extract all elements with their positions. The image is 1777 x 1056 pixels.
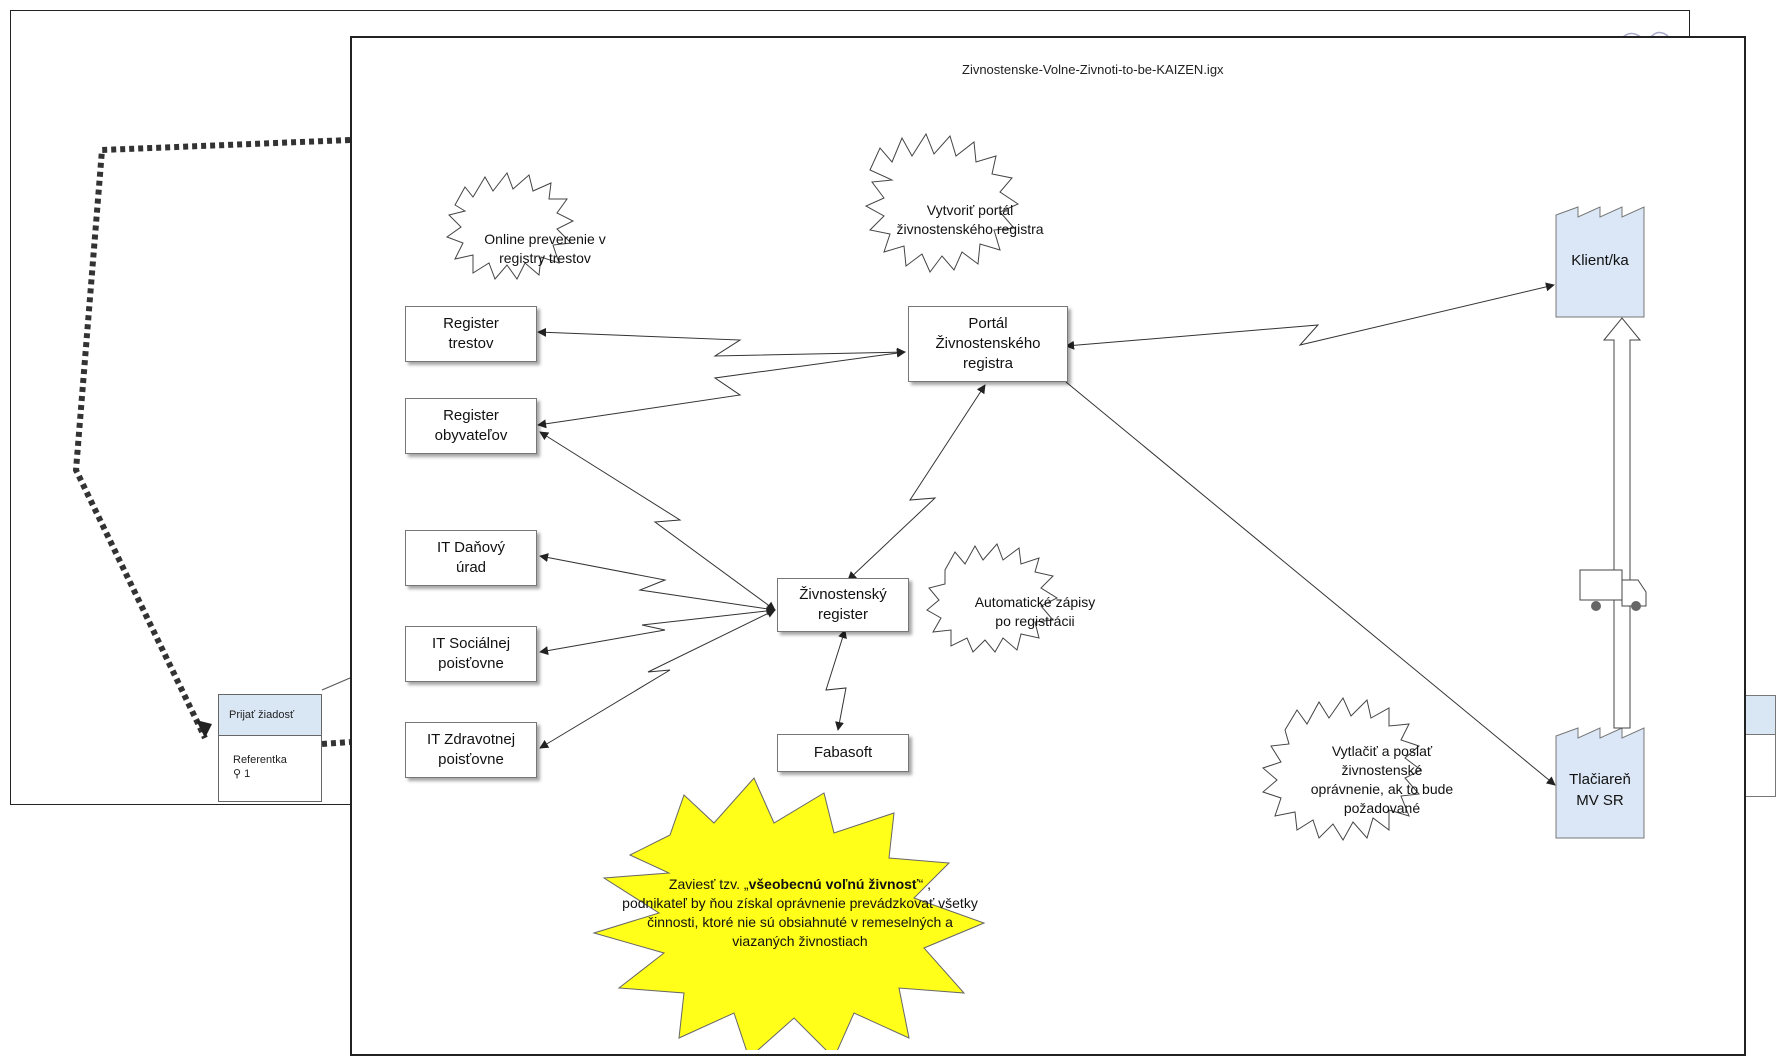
activity-prijat-ziadost[interactable]: Prijať žiadosť [218,694,322,736]
factory-klientka[interactable]: Klient/ka [1571,251,1629,269]
kaizen-star-text: Zaviesť tzv. „všeobecnú voľnú živnosť“ ,… [600,875,1000,951]
info-flow-portal-register-trestov [537,327,906,357]
info-flow-portal-register-obyvatelov [537,348,906,429]
dotted-flow-line-bottom [321,739,351,747]
cloud-online-preverenie: Online preverenie v registry trestov [484,231,606,266]
kaizen-suffix: “ , [918,876,932,892]
info-flow-fabasoft [825,629,847,731]
hollow-arrow-icon [1602,317,1642,729]
counter-value: 1 [244,768,251,780]
node-register-trestov[interactable]: Register trestov [405,306,537,362]
info-flow-socialna-poistovna [539,606,776,656]
role-label: Referentka [233,754,287,766]
node-register-obyvatelov[interactable]: Register obyvateľov [405,398,537,454]
flow-arrowhead [196,720,212,738]
info-flow-portal-klientka [1065,282,1555,350]
kaizen-burst-icon [592,777,986,1050]
factory-icon [1555,206,1645,318]
role-counter: ⚲ 1 [233,768,251,780]
cloud-icon [864,132,1020,273]
activity-label: Prijať žiadosť [229,709,295,721]
info-flow-zdravotna-poistovna [539,609,776,749]
node-fabasoft[interactable]: Fabasoft [777,734,909,772]
node-it-danovy-urad[interactable]: IT Daňový úrad [405,530,537,586]
kaizen-line-1: Zaviesť tzv. „všeobecnú voľnú živnosť“ , [600,875,1000,894]
node-it-socialnej-poistovne[interactable]: IT Sociálnej poisťovne [405,626,537,682]
truck-icon [1579,569,1647,611]
info-flow-portal-zivnostensky-register [847,384,986,581]
dotted-flow-line [72,137,351,740]
role-box: Referentka ⚲ 1 [218,736,322,802]
cloud-vytvorit-portal: Vytvoriť portál živnostenského registra [896,202,1044,237]
window-title: Zivnostenske-Volne-Zivnoti-to-be-KAIZEN.… [962,62,1224,77]
info-flow-danovy-urad [539,553,776,614]
factory-tlaciaren[interactable]: Tlačiareň MV SR [1569,771,1631,809]
kaizen-line-3: činnosti, ktoré nie sú obsiahnuté v reme… [647,914,953,930]
cloud-automaticke-zapisy: Automatické zápisy po registrácii [974,594,1096,629]
cloud-vytlacit: Vytlačiť a poslať živnostenské oprávneni… [1310,743,1454,816]
cloud-icon [1262,696,1422,841]
kaizen-line-2: podnikateľ by ňou získal oprávnenie prev… [622,895,978,911]
kaizen-bold: všeobecnú voľnú živnosť [748,876,919,892]
info-flow-portal-tlaciaren [1065,381,1556,786]
kaizen-prefix: Zaviesť tzv. „ [668,876,749,892]
node-it-zdravotnej-poistovne[interactable]: IT Zdravotnej poisťovne [405,722,537,778]
node-portal[interactable]: Portál Živnostenského registra [908,306,1068,382]
node-zivnostensky-register[interactable]: Živnostenský register [777,578,909,632]
thin-flow-line [321,677,351,691]
kaizen-line-4: viazaných živnostiach [732,933,868,949]
cloud-icon [445,171,575,280]
